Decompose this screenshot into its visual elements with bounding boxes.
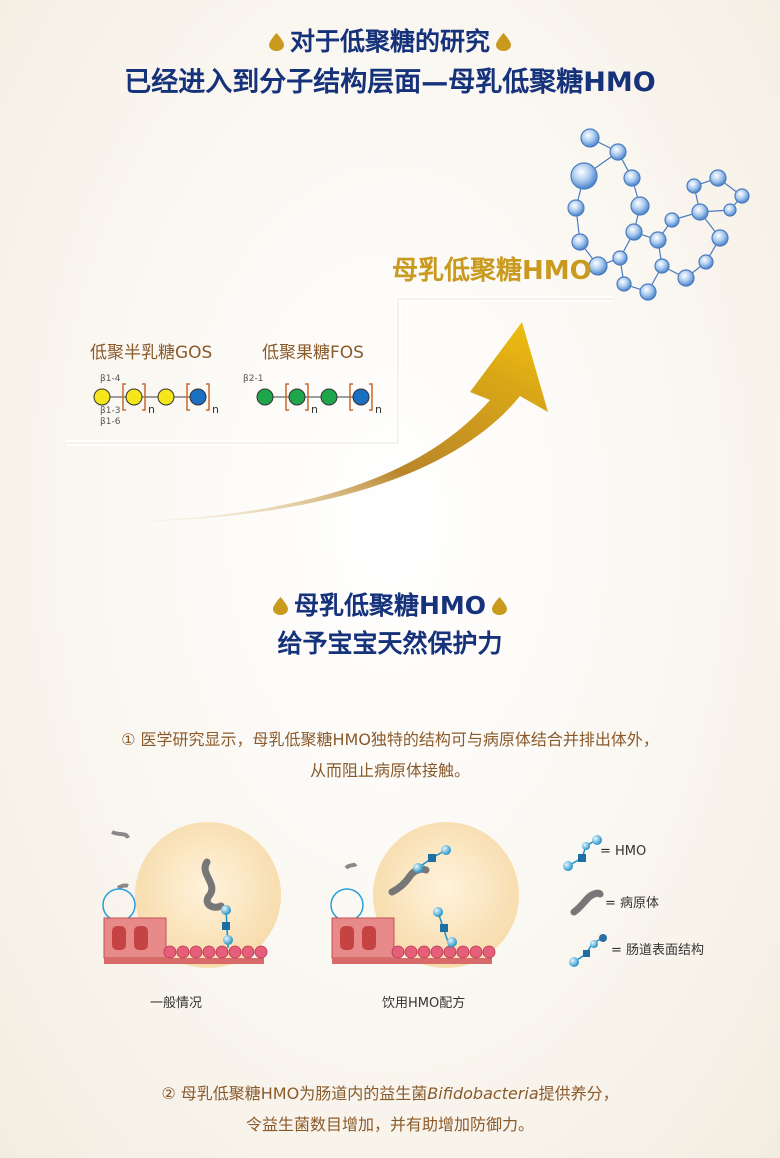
point1-line1: ① 医学研究显示，母乳低聚糖HMO独特的结构可与病原体结合并排出体外， xyxy=(121,730,659,749)
caption-hmo-formula: 饮用HMO配方 xyxy=(382,996,466,1011)
section1-title-line1: 对于低聚糖的研究 xyxy=(0,22,780,58)
section2-title-line1: 母乳低聚糖HMO xyxy=(0,586,780,622)
gos-bond-label: β1-3 xyxy=(100,406,121,416)
point1-line2: 从而阻止病原体接触。 xyxy=(309,761,470,780)
gos-bond-label: β1-4 xyxy=(100,374,121,384)
legend-hmo-label: = HMO xyxy=(600,844,647,859)
pathogen-icon xyxy=(116,883,129,890)
pathogen-icon xyxy=(201,858,225,911)
subscript-n: n xyxy=(212,403,219,416)
subscript-n: n xyxy=(311,403,318,416)
subscript-n: n xyxy=(375,403,382,416)
hmo-molecule-icon xyxy=(567,128,750,301)
fos-label: 低聚果糖FOS xyxy=(262,343,364,363)
pathogen-icon xyxy=(111,830,130,839)
subscript-n: n xyxy=(148,403,155,416)
section2-title-line2: 给予宝宝天然保护力 xyxy=(277,629,503,658)
gos-structure-icon xyxy=(93,383,210,411)
gold-drop-icon xyxy=(492,597,508,615)
fos-bond-label: β2-1 xyxy=(243,374,264,384)
legend-pathogen-icon xyxy=(570,889,604,916)
gos-label: 低聚半乳糖GOS xyxy=(90,343,213,363)
gut-surface-structure-icon xyxy=(221,905,233,949)
gut-surface-structure-icon xyxy=(163,945,268,959)
scene-normal xyxy=(102,822,281,968)
legend-gut-structure-icon xyxy=(569,934,607,967)
fos-structure-icon xyxy=(256,383,373,411)
gut-surface-structure-icon xyxy=(391,945,496,959)
point2-line2: 令益生菌数目增加，并有助增加防御力。 xyxy=(245,1115,534,1134)
gold-drop-icon xyxy=(268,33,284,51)
legend-pathogen-label: = 病原体 xyxy=(605,896,660,911)
evolution-diagram xyxy=(66,128,750,522)
scene-hmo-formula xyxy=(330,822,519,968)
legend-hmo-icon xyxy=(563,835,602,871)
hmo-label: 母乳低聚糖HMO xyxy=(392,256,592,286)
section1-title-line2: 已经进入到分子结构层面—母乳低聚糖HMO xyxy=(124,67,656,98)
caption-normal: 一般情况 xyxy=(150,996,203,1011)
pathogen-icon xyxy=(344,862,358,870)
hmo-chain-icon xyxy=(413,845,451,873)
gos-bond-label: β1-6 xyxy=(100,417,121,427)
gut-surface-structure-icon xyxy=(433,907,457,949)
gold-drop-icon xyxy=(272,597,288,615)
point2-line1: ② 母乳低聚糖HMO为肠道内的益生菌Bifidobacteria提供养分， xyxy=(161,1084,619,1103)
legend-gut-structure-label: = 肠道表面结构 xyxy=(611,943,705,958)
gold-drop-icon xyxy=(496,33,511,51)
